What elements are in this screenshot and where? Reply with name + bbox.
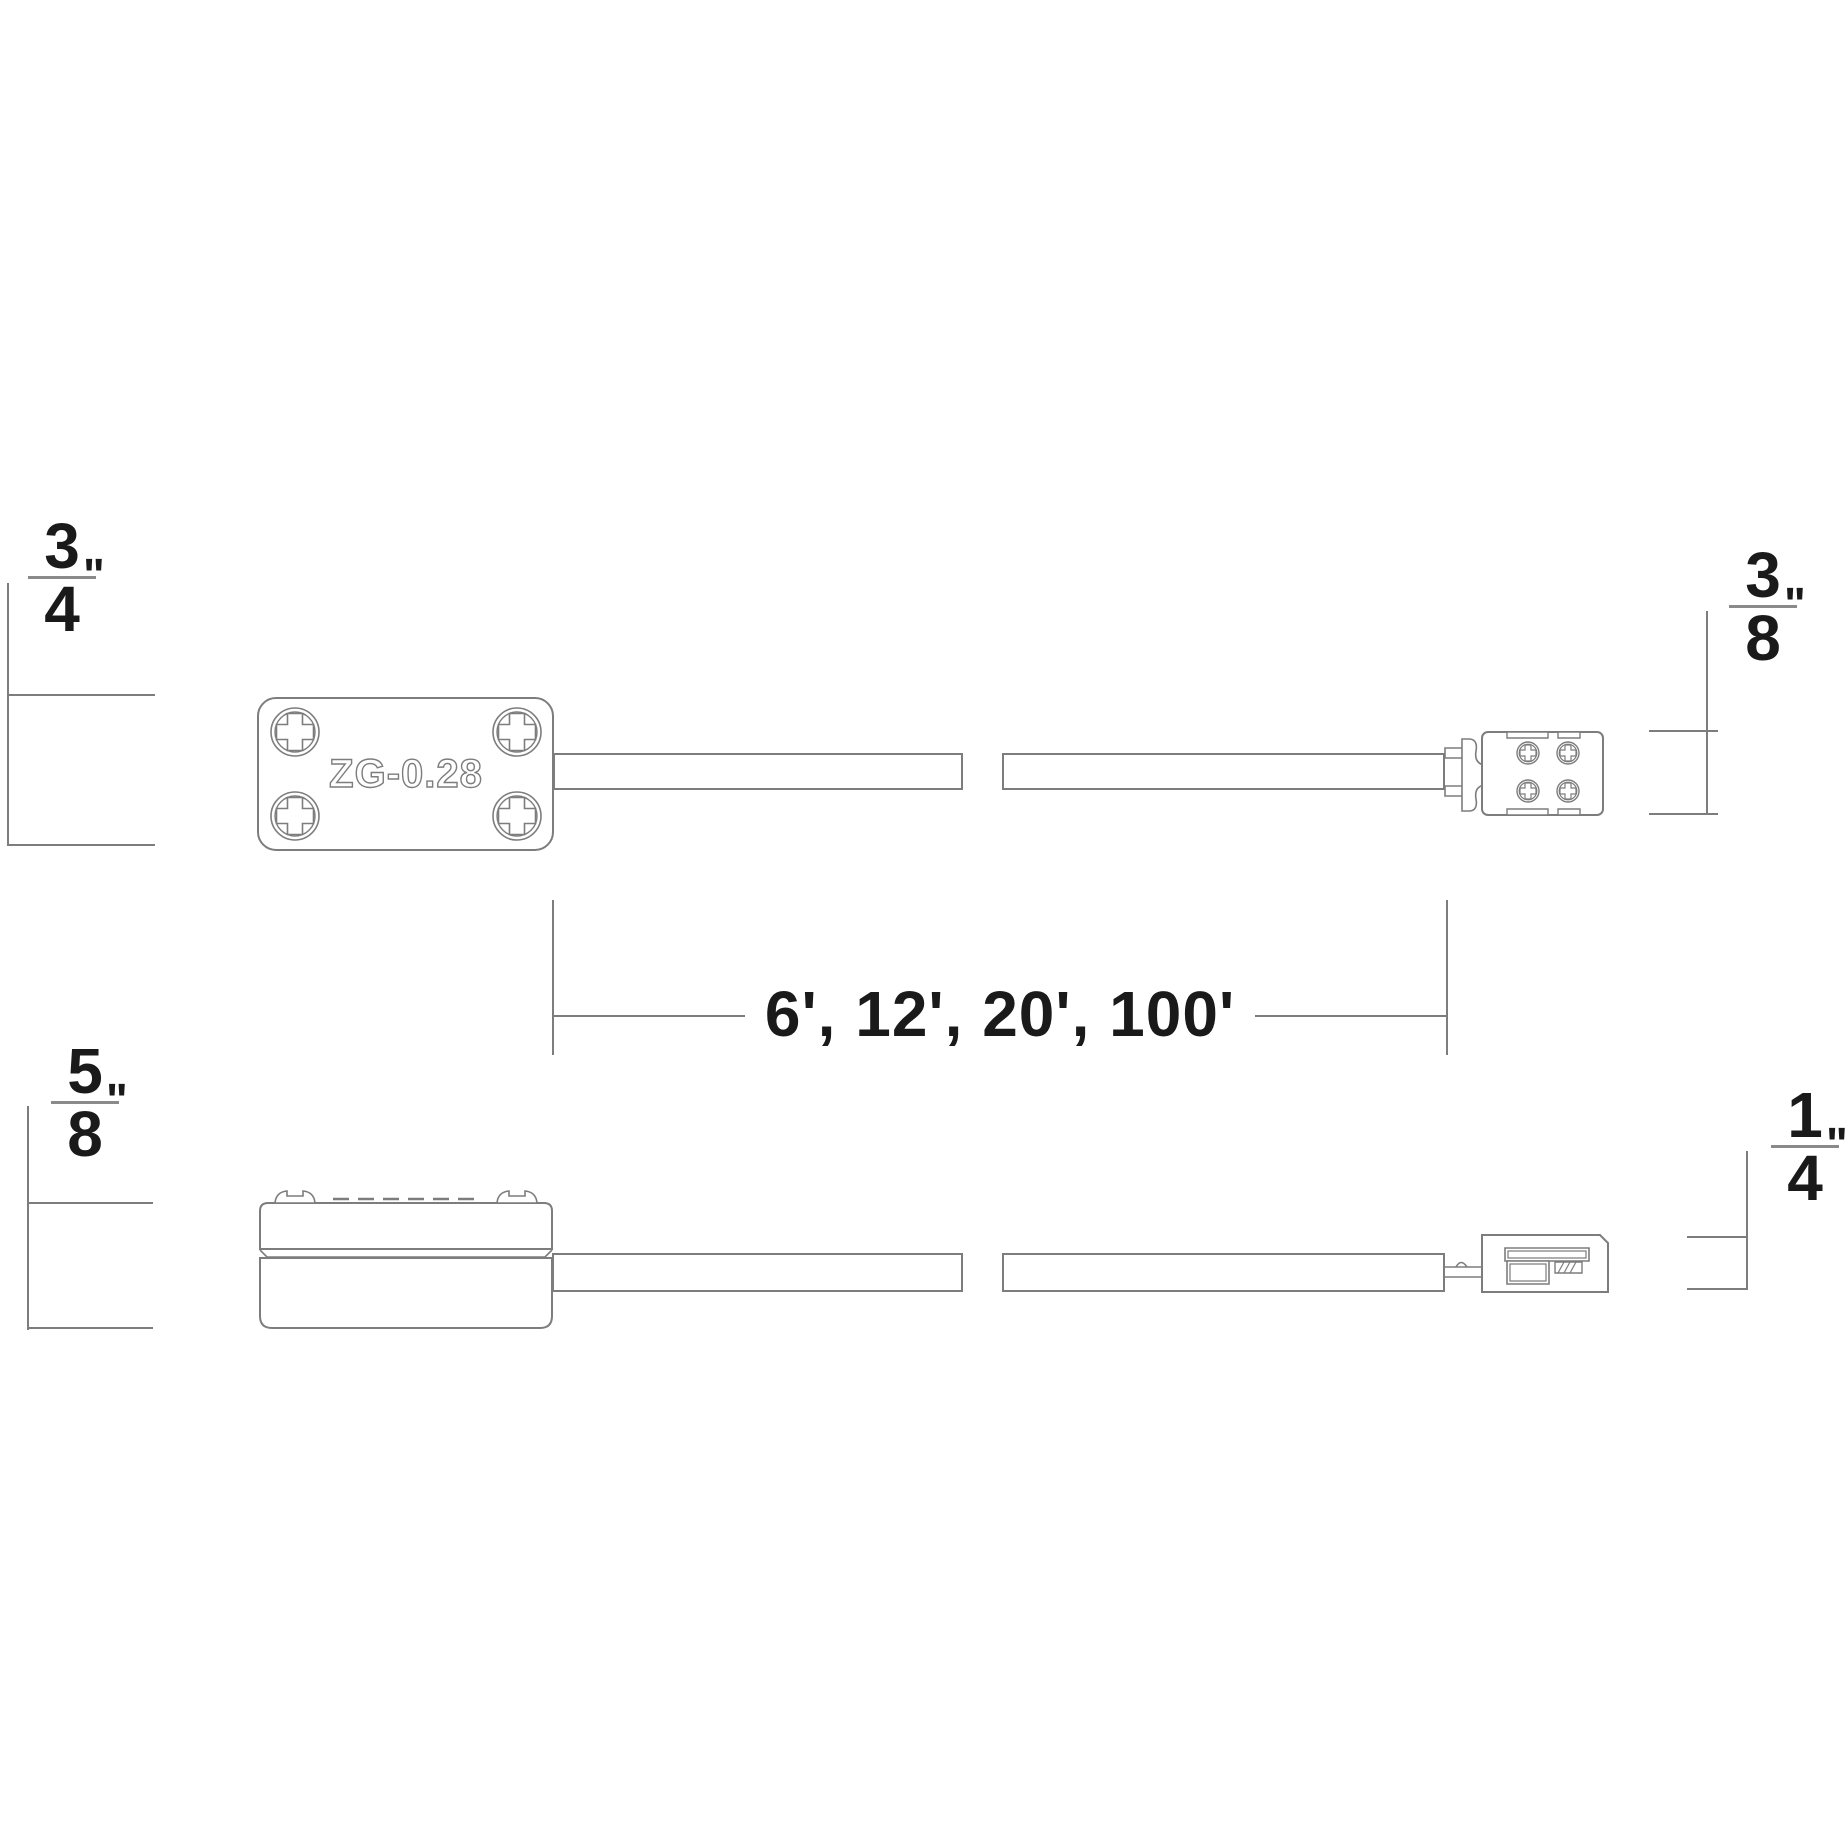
dimension-tick [7,844,155,846]
fraction-bar [1771,1145,1839,1148]
seam-notch [545,1250,552,1257]
wire-loop [1456,1263,1467,1268]
fraction-numerator: 3 [44,510,80,582]
cable-lengths-label: 6', 12', 20', 100' [764,978,1236,1050]
extension-line [7,583,9,846]
extension-line [27,1106,29,1330]
fraction-denominator: 4 [44,573,80,645]
dimension-tick [7,694,155,696]
extension-line [1746,1151,1748,1290]
inch-mark: " [83,549,105,601]
fraction-bar [51,1101,119,1104]
cover-plate [260,1203,552,1249]
screw-head-profile-icon [497,1191,537,1203]
dimension-tick [27,1327,153,1329]
fraction-numerator: 3 [1745,539,1781,611]
wire-fork [1462,739,1484,811]
connector-notch [1558,732,1580,738]
junction-box-side-view [250,1180,565,1340]
phillips-screw-icon [493,792,541,840]
cable-segment [1002,753,1445,790]
terminal-slot-inner [1508,1251,1586,1258]
inch-mark: " [1784,578,1806,630]
phillips-screw-icon [493,708,541,756]
cable-segment [552,1253,963,1292]
end-connector-top-view [1440,725,1630,825]
terminal-slot [1505,1248,1589,1261]
dimension-bottom-left: 5 8 " [49,1035,128,1170]
dimension-line [1255,1015,1447,1017]
connector-notch [1558,809,1580,815]
end-connector-side-view [1440,1225,1630,1305]
fraction-numerator: 5 [67,1035,103,1107]
inch-mark: " [1826,1118,1848,1170]
phillips-screw-icon [1557,742,1579,764]
cable-segment [1002,1253,1445,1292]
phillips-screw-icon [1557,780,1579,802]
part-label: ZG-0.28 [329,752,483,796]
phillips-screw-icon [271,792,319,840]
seam-notch [260,1250,267,1257]
dimension-bottom-right: 1 4 " [1769,1079,1848,1214]
terminal-block-inner [1510,1264,1546,1281]
housing-body [260,1258,552,1328]
fraction-bar [28,576,96,579]
inch-mark: " [106,1074,128,1126]
dimension-tick [1649,730,1718,732]
screw-head-profile-icon [275,1191,315,1203]
dimension-top-left: 3 4 " [26,510,105,645]
dimension-tick [27,1202,153,1204]
dimension-top-right: 3 8 " [1727,539,1806,674]
phillips-screw-icon [271,708,319,756]
phillips-screw-icon [1517,780,1539,802]
extension-line [1706,611,1708,815]
junction-box-top-view: ZG-0.28 [250,690,560,860]
dimension-tick [1687,1288,1748,1290]
terminal-block [1507,1261,1549,1284]
fraction-numerator: 1 [1787,1079,1823,1151]
dimension-tick [1687,1236,1748,1238]
connector-notch [1507,809,1548,815]
contact-chip [1555,1262,1582,1273]
phillips-screw-icon [1517,742,1539,764]
connector-notch [1507,732,1548,738]
fraction-denominator: 8 [67,1098,103,1170]
dimension-tick [1649,813,1718,815]
dimension-line [553,1015,745,1017]
fraction-denominator: 8 [1745,602,1781,674]
cable-segment [553,753,963,790]
fraction-denominator: 4 [1787,1142,1823,1214]
extension-line [552,900,554,1055]
fraction-bar [1729,605,1797,608]
extension-line [1446,900,1448,1055]
